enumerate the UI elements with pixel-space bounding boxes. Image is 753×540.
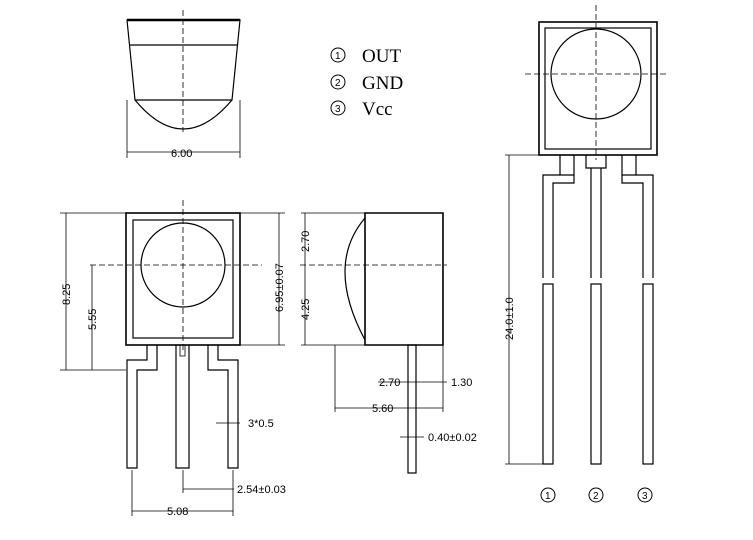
dim-lead-length: 24.0±1.0: [504, 297, 516, 340]
legend-number-2: 2: [335, 78, 341, 89]
top-view-lens: [134, 99, 233, 130]
full-view: [505, 5, 668, 503]
front-lead-3: [207, 345, 239, 469]
side-view-body: [364, 212, 444, 346]
full-view-body: [538, 21, 658, 156]
pin-number-2: 2: [593, 491, 599, 502]
dim-lens-lower-offset: 4.25: [300, 299, 312, 320]
side-view: [300, 212, 447, 474]
pin-number-3: 3: [642, 491, 648, 502]
front-lead-2: [175, 345, 190, 469]
dim-pitch: 2.54±0.03: [237, 484, 286, 496]
full-lead-3-upper: [621, 174, 654, 278]
front-lead-2-notch: [179, 345, 186, 357]
dim-lead-width: 3*0.5: [248, 418, 274, 430]
dim-lens-top-offset: 2.70: [300, 231, 312, 252]
dim-side-depth: 5.60: [372, 403, 393, 415]
pin-marker-2: [588, 487, 604, 503]
legend-number-1: 1: [335, 51, 341, 62]
full-lead-1-upper: [542, 174, 575, 278]
legend-marker-2: [330, 74, 346, 90]
legend-marker-3: [330, 100, 346, 116]
dim-body-height: 6.95±0.07: [274, 263, 286, 312]
pin-legend: 1 OUT 2 GND 3 Vcc: [330, 46, 403, 120]
front-lead-1: [126, 345, 158, 469]
full-pad-2: [585, 155, 607, 169]
pin-number-1: 1: [545, 491, 551, 502]
dim-lead-offset: 2.70: [379, 377, 400, 389]
full-lead-3-lower: [642, 283, 654, 465]
legend-label-gnd: GND: [362, 73, 403, 94]
side-view-lead: [407, 344, 417, 474]
full-lead-2-lower: [590, 283, 602, 465]
side-view-lens: [344, 217, 366, 341]
full-view-inner: [544, 27, 652, 150]
top-view: [126, 10, 241, 158]
dim-front-height: 8.25: [61, 284, 73, 305]
dim-top-width: 6.00: [171, 148, 192, 160]
dim-lead-thickness: 0.40±0.02: [428, 432, 477, 444]
full-pad-3: [621, 155, 637, 176]
legend-label-out: OUT: [362, 46, 401, 67]
dim-span: 5.08: [167, 506, 188, 518]
dim-lens-center-height: 5.55: [87, 309, 99, 330]
full-pad-1: [559, 155, 575, 176]
pin-marker-1: [540, 487, 556, 503]
dim-lead-bend: 1.30: [451, 377, 472, 389]
legend-marker-1: [330, 47, 346, 63]
legend-number-3: 3: [335, 104, 341, 115]
pin-marker-3: [637, 487, 653, 503]
legend-label-vcc: Vcc: [362, 99, 393, 120]
top-view-body: [126, 19, 241, 101]
front-view: [60, 200, 285, 516]
full-lead-2-upper: [590, 168, 602, 278]
full-lead-1-lower: [542, 283, 554, 465]
